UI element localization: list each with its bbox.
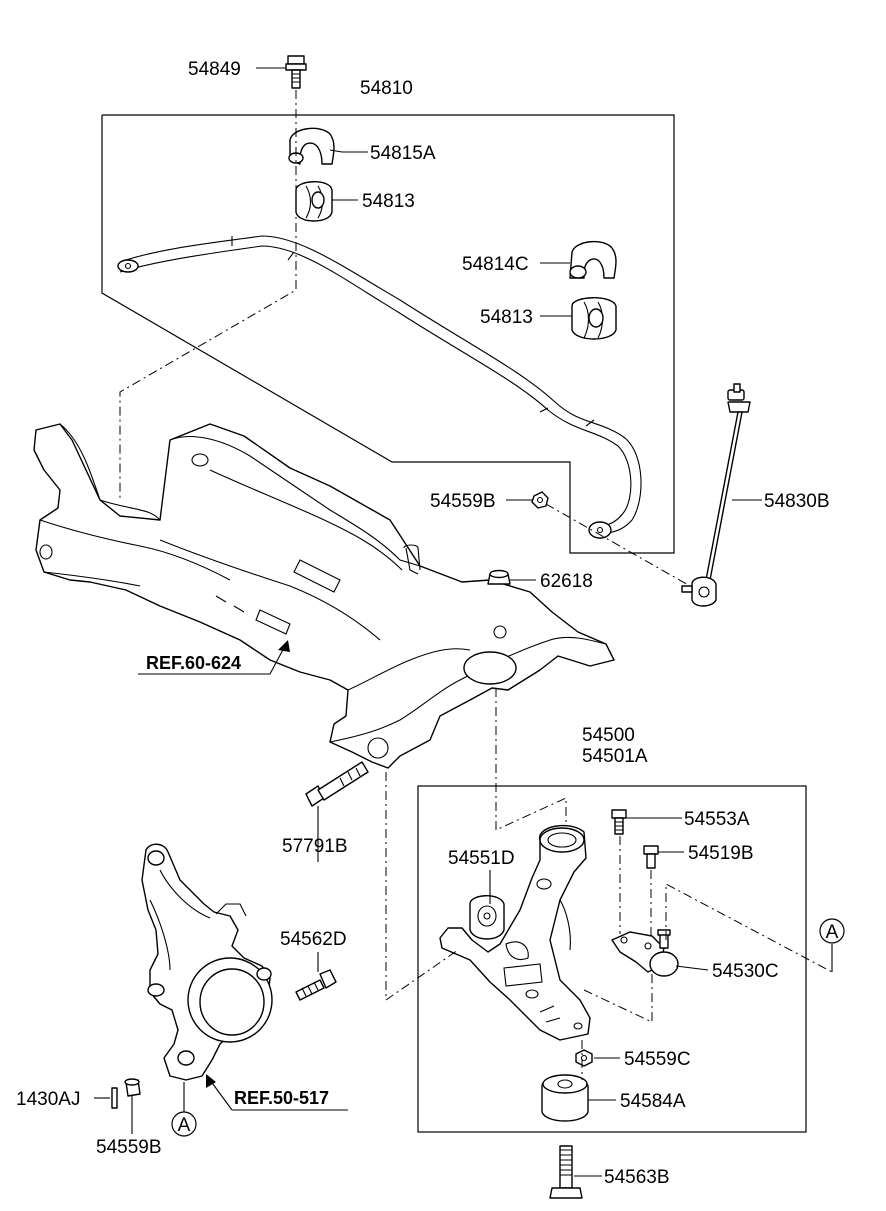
label-54813-upper: 54813 xyxy=(362,191,415,212)
label-54501A: 54501A xyxy=(582,746,648,767)
label-54584A: 54584A xyxy=(620,1091,686,1112)
nut-62618 xyxy=(487,569,511,585)
label-ref-60-624: REF.60-624 xyxy=(146,653,241,673)
guide-line-subframe-to-arm xyxy=(495,688,567,831)
callout-circle-A-right xyxy=(819,918,845,944)
guide-line-bolt-57791B xyxy=(385,772,459,1001)
bolt-54849 xyxy=(285,55,307,89)
label-54519B: 54519B xyxy=(688,843,754,864)
bolt-54553A xyxy=(611,809,627,835)
guide-line-A xyxy=(665,883,833,973)
bracket-54814C xyxy=(569,241,617,279)
label-1430AJ: 1430AJ xyxy=(16,1089,80,1110)
stabilizer-link-54830B xyxy=(681,383,751,607)
guide-line-balljoint xyxy=(619,836,652,940)
label-54815A: 54815A xyxy=(370,143,436,164)
guide-line-bolt xyxy=(119,90,297,500)
label-54562D: 54562D xyxy=(280,929,347,950)
bolt-57791B xyxy=(305,761,369,807)
label-54559C: 54559C xyxy=(624,1049,691,1070)
bolt-54563B xyxy=(549,1145,583,1199)
nut-54559B-lower xyxy=(124,1078,141,1097)
label-54814C: 54814C xyxy=(462,254,529,275)
nut-54559B-upper xyxy=(531,491,549,509)
callout-A-left: A xyxy=(178,1115,191,1136)
label-54559B-lower: 54559B xyxy=(96,1137,162,1158)
guide-line-arm-bushing xyxy=(583,972,653,1023)
label-54559B-upper: 54559B xyxy=(430,491,496,512)
steering-knuckle xyxy=(141,843,273,1081)
bushing-54551D xyxy=(469,895,505,940)
label-54551D: 54551D xyxy=(448,848,515,869)
callout-circle-A-left xyxy=(171,1111,197,1137)
label-54530C: 54530C xyxy=(712,961,779,982)
bolt-54519B xyxy=(643,845,659,869)
label-54849: 54849 xyxy=(188,59,241,80)
stabilizer-bar xyxy=(117,235,642,539)
label-54813-lower: 54813 xyxy=(480,307,533,328)
lower-control-arm xyxy=(439,824,591,1041)
label-ref-50-517: REF.50-517 xyxy=(234,1088,329,1108)
label-54553A: 54553A xyxy=(684,809,750,830)
label-57791B: 57791B xyxy=(282,836,348,857)
label-62618: 62618 xyxy=(540,571,593,592)
bushing-54813-lower xyxy=(571,297,617,340)
bolt-54562D xyxy=(295,969,337,1001)
label-54563B: 54563B xyxy=(604,1167,670,1188)
label-54500: 54500 xyxy=(582,725,635,746)
nut-54559C xyxy=(575,1049,593,1067)
stabilizer-group-outline xyxy=(101,114,675,554)
ball-joint-54530C xyxy=(611,929,679,977)
callout-A-right: A xyxy=(826,922,839,943)
label-54810: 54810 xyxy=(360,78,413,99)
bushing-54813-upper xyxy=(295,181,333,222)
guide-line-link xyxy=(545,503,691,587)
pin-1430AJ xyxy=(111,1087,118,1109)
bracket-54815A xyxy=(288,127,335,165)
subframe-crossmember xyxy=(33,423,615,769)
label-54830B: 54830B xyxy=(764,491,830,512)
bushing-54584A xyxy=(541,1074,589,1122)
lower-arm-group-box xyxy=(417,785,807,1133)
